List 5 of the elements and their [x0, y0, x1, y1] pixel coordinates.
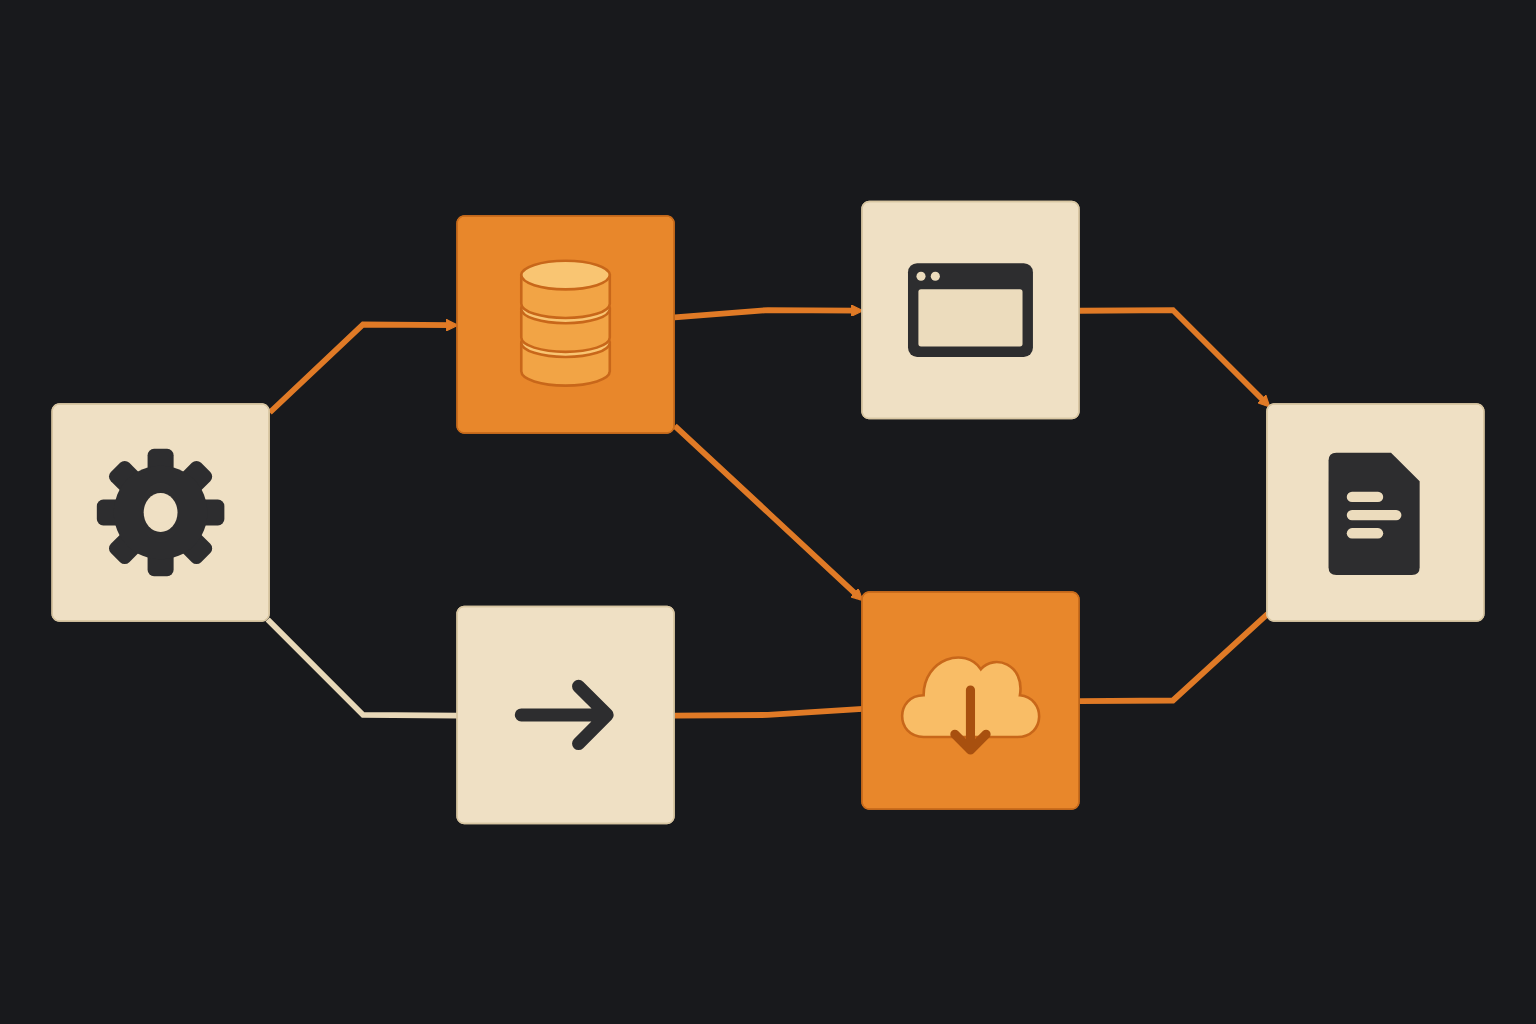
arrow — [672, 423, 864, 601]
connector — [1079, 611, 1270, 704]
connector — [265, 617, 458, 719]
arrow — [1079, 306, 1271, 407]
connector — [674, 705, 863, 719]
